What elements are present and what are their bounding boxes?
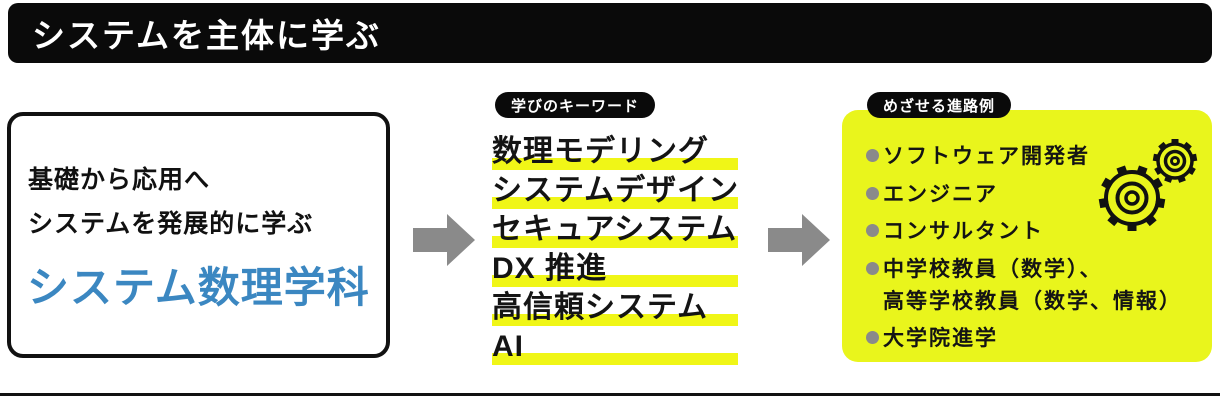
keyword-label: 数理モデリング xyxy=(492,135,709,168)
bullet-icon xyxy=(866,330,879,344)
department-tagline-2: システムを発展的に学ぶ xyxy=(28,210,314,238)
keyword-label: セキュアシステム xyxy=(492,213,738,246)
careers-box: ソフトウェア開発者 エンジニア コンサルタント 中学校教員（数学）、 高等学校教… xyxy=(842,110,1212,362)
keyword-highlight xyxy=(492,236,738,248)
bullet-icon xyxy=(866,223,879,237)
keyword-highlight xyxy=(492,158,738,170)
career-label: ソフトウェア開発者 xyxy=(883,145,1090,168)
right-arrow-icon xyxy=(768,214,830,266)
career-item: ソフトウェア開発者 xyxy=(866,140,1090,170)
career-item: 大学院進学 xyxy=(866,322,998,352)
keywords-label-pill: 学びのキーワード xyxy=(495,92,656,118)
career-label: エンジニア xyxy=(883,183,998,206)
career-item: コンサルタント xyxy=(866,215,1044,245)
keywords-label: 学びのキーワード xyxy=(511,97,640,115)
keyword-highlight xyxy=(492,275,738,287)
keyword-highlight xyxy=(492,353,738,365)
gears-icon xyxy=(1098,139,1198,231)
department-card: 基礎から応用へ システムを発展的に学ぶ システム数理学科 xyxy=(7,112,390,358)
keyword-row: AI xyxy=(492,328,738,366)
keyword-label: 高信頼システム xyxy=(492,291,709,324)
career-item: 中学校教員（数学）、 xyxy=(866,253,1103,283)
career-label: コンサルタント xyxy=(883,220,1044,243)
keyword-label: DX 推進 xyxy=(492,252,608,285)
right-arrow-icon xyxy=(413,214,475,266)
bullet-icon xyxy=(866,148,879,162)
department-name: システム数理学科 xyxy=(27,264,370,311)
keyword-row: DX 推進 xyxy=(492,250,738,288)
page-title: システムを主体に学ぶ xyxy=(32,17,382,54)
career-item: エンジニア xyxy=(866,178,998,208)
bottom-divider xyxy=(0,393,1220,396)
keyword-row: セキュアシステム xyxy=(492,211,738,249)
header-bar: システムを主体に学ぶ xyxy=(8,3,1212,63)
career-label: 中学校教員（数学）、 xyxy=(883,258,1103,281)
keywords-list: 数理モデリング システムデザイン セキュアシステム DX 推進 高信頼システム … xyxy=(492,133,738,367)
keyword-row: 数理モデリング xyxy=(492,133,738,171)
bullet-icon xyxy=(866,186,879,200)
keyword-highlight xyxy=(492,197,738,209)
career-label: 大学院進学 xyxy=(883,327,998,350)
department-tagline-1: 基礎から応用へ xyxy=(28,166,211,194)
keyword-label: AI xyxy=(492,330,524,363)
career-item-continuation: 高等学校教員（数学、情報） xyxy=(883,285,1182,315)
bullet-icon xyxy=(866,261,879,275)
keyword-row: 高信頼システム xyxy=(492,289,738,327)
careers-label-pill: めざせる進路例 xyxy=(867,92,1012,118)
keyword-label: システムデザイン xyxy=(492,174,740,207)
career-label: 高等学校教員（数学、情報） xyxy=(883,290,1182,313)
keyword-highlight xyxy=(492,314,738,326)
careers-label: めざせる進路例 xyxy=(883,97,996,115)
keyword-row: システムデザイン xyxy=(492,172,738,210)
